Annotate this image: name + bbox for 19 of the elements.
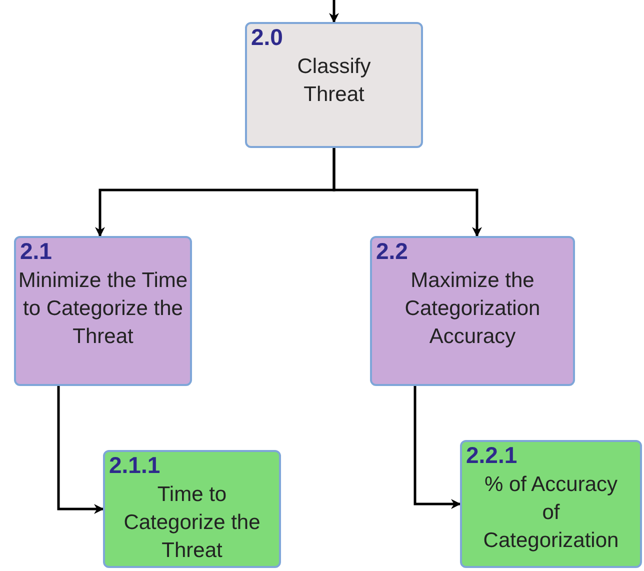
node-label: Classify Threat	[296, 54, 372, 108]
arrow	[57, 386, 104, 514]
arrow	[329, 0, 339, 23]
node-number: 2.1	[19, 238, 53, 263]
process-box	[370, 236, 575, 386]
process-box	[245, 22, 423, 148]
process-box	[103, 450, 281, 568]
node-label: Time to Categorize the Threat	[122, 482, 262, 564]
node-number: 2.0	[250, 24, 284, 49]
node-label: Minimize the Time to Categorize the Threat	[18, 268, 188, 350]
node-label: Maximize the Categorization Accuracy	[404, 268, 542, 350]
node-label: % of Accuracy of Categorization	[482, 472, 620, 554]
arrow	[332, 148, 482, 237]
node-number: 2.2.1	[465, 442, 518, 467]
process-box	[14, 236, 192, 386]
process-box	[460, 440, 642, 568]
node-number: 2.2	[375, 238, 409, 263]
arrow	[414, 386, 461, 509]
node-number: 2.1.1	[108, 452, 162, 477]
